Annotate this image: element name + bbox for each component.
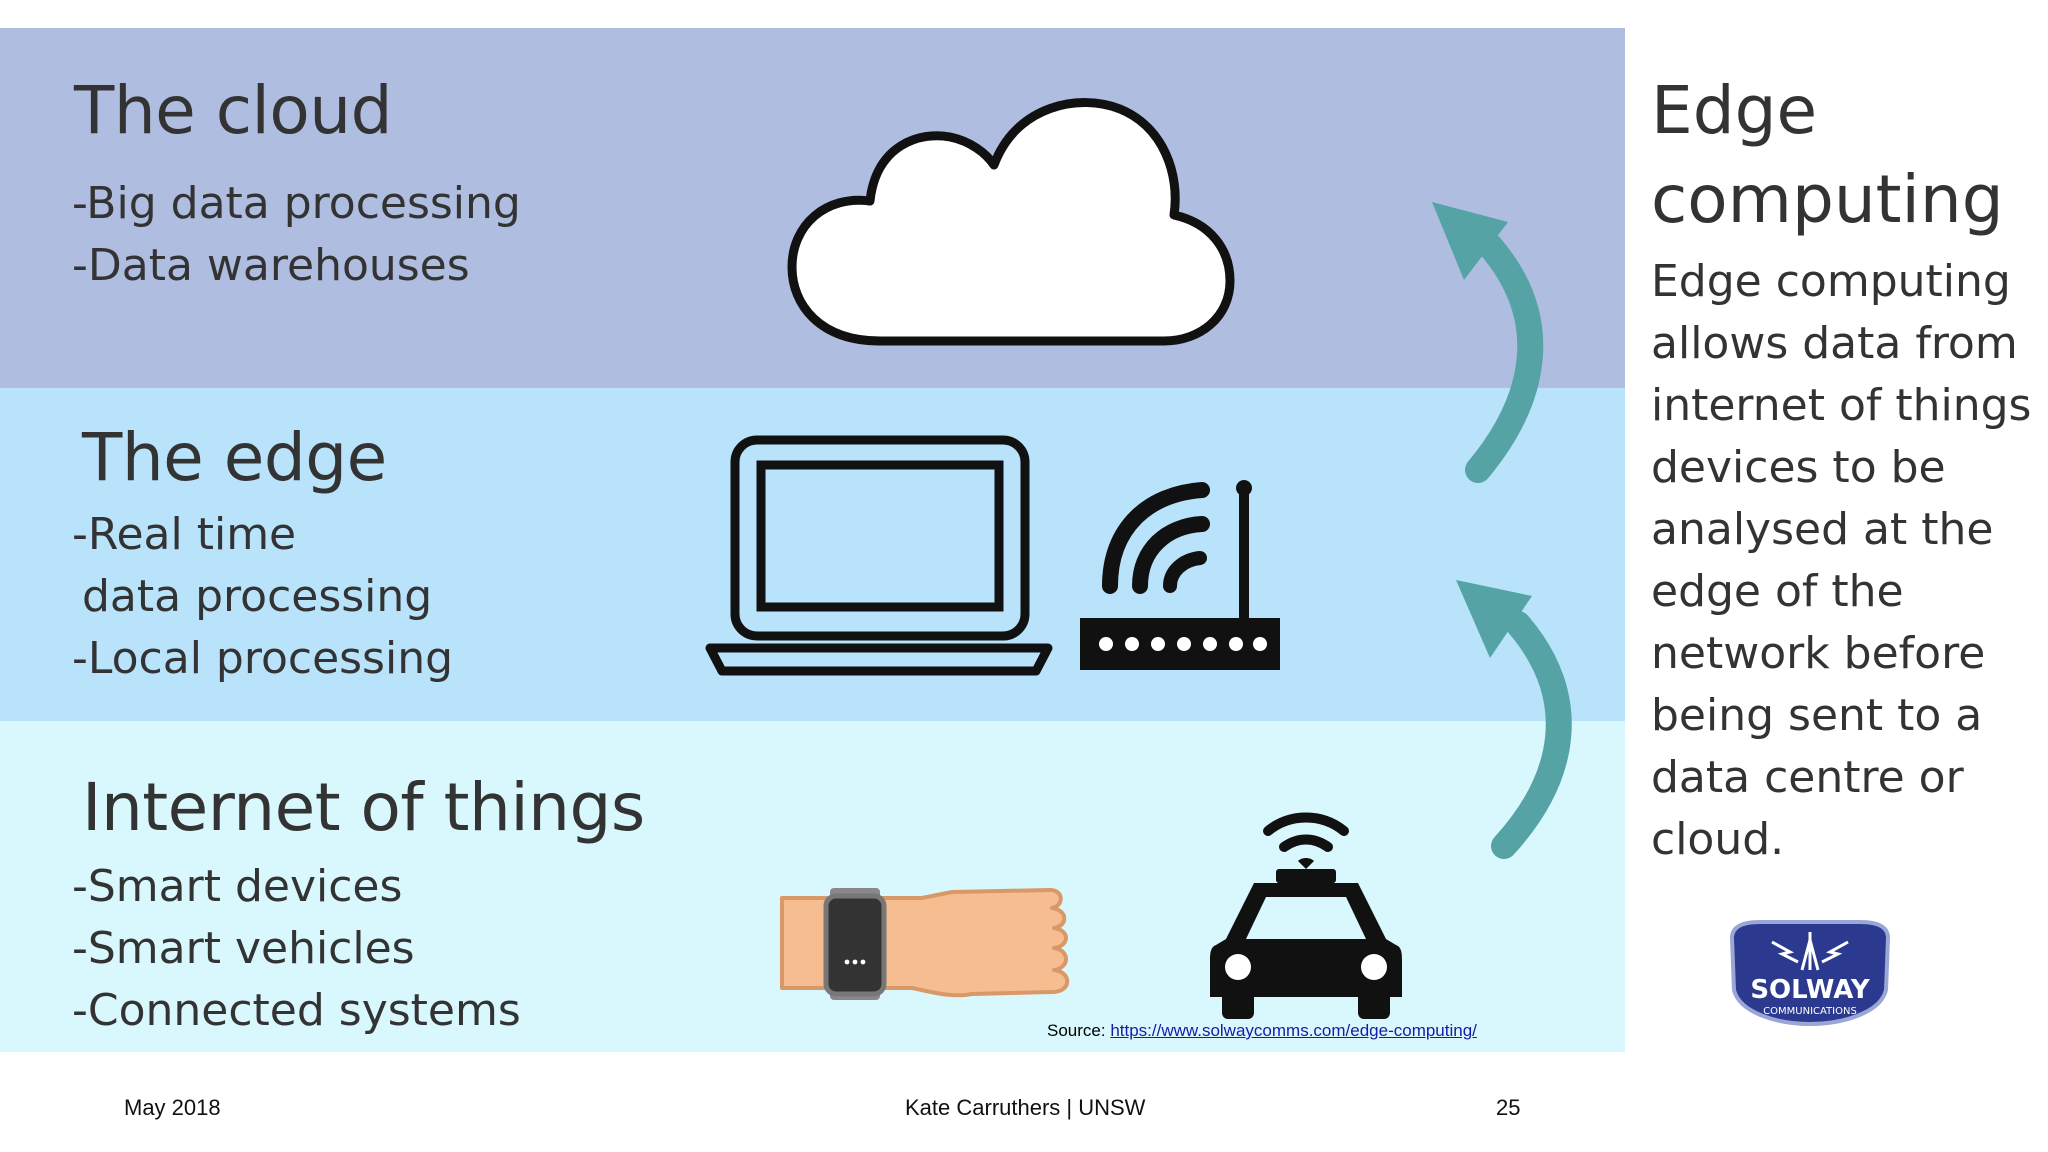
sidebar-line: being sent to a <box>1651 690 1983 741</box>
sidebar-line: edge of the <box>1651 566 1904 617</box>
iot-line: -Smart vehicles <box>72 923 415 974</box>
source-link[interactable]: https://www.solwaycomms.com/edge-computi… <box>1110 1021 1477 1040</box>
smartwatch-icon <box>780 888 1070 1000</box>
cloud-line: -Data warehouses <box>72 240 470 291</box>
cloud-line: -Big data processing <box>72 178 521 229</box>
edge-heading: The edge <box>82 419 387 496</box>
connected-car-icon <box>1210 812 1402 1019</box>
cloud-heading: The cloud <box>74 72 392 149</box>
sidebar-line: network before <box>1651 628 1986 679</box>
edge-line: -Real time <box>72 509 297 560</box>
edge-line: -Local processing <box>72 633 454 684</box>
sidebar-line: allows data from <box>1651 318 2018 369</box>
arrow-up-icon <box>1432 202 1544 483</box>
sidebar-title: Edge <box>1651 72 1818 149</box>
sidebar-title: computing <box>1651 161 2004 238</box>
edge-line: data processing <box>82 571 433 622</box>
sidebar-line: cloud. <box>1651 814 1785 865</box>
router-icon <box>1080 480 1280 670</box>
logo-tagline: COMMUNICATIONS <box>1763 1006 1857 1017</box>
footer-author: Kate Carruthers | UNSW <box>905 1095 1146 1120</box>
sidebar-line: Edge computing <box>1651 256 2011 307</box>
source-label: Source: <box>1047 1021 1111 1040</box>
sidebar-line: internet of things <box>1651 380 2032 431</box>
footer-date: May 2018 <box>124 1095 221 1120</box>
iot-line: -Smart devices <box>72 861 403 912</box>
sidebar-line: devices to be <box>1651 442 1946 493</box>
source-credit: Source: https://www.solwaycomms.com/edge… <box>1047 1021 1477 1041</box>
sidebar-line: analysed at the <box>1651 504 1994 555</box>
cloud-band <box>0 28 1625 388</box>
cloud-icon <box>787 98 1235 346</box>
solway-logo: SOLWAY COMMUNICATIONS <box>1729 920 1891 1027</box>
arrow-up-icon <box>1456 580 1572 859</box>
iot-line: -Connected systems <box>72 985 521 1036</box>
logo-name: SOLWAY <box>1750 975 1871 1005</box>
page-number: 25 <box>1496 1095 1521 1120</box>
iot-heading: Internet of things <box>82 769 645 846</box>
sidebar-line: data centre or <box>1651 752 1964 803</box>
laptop-icon <box>705 435 1053 676</box>
